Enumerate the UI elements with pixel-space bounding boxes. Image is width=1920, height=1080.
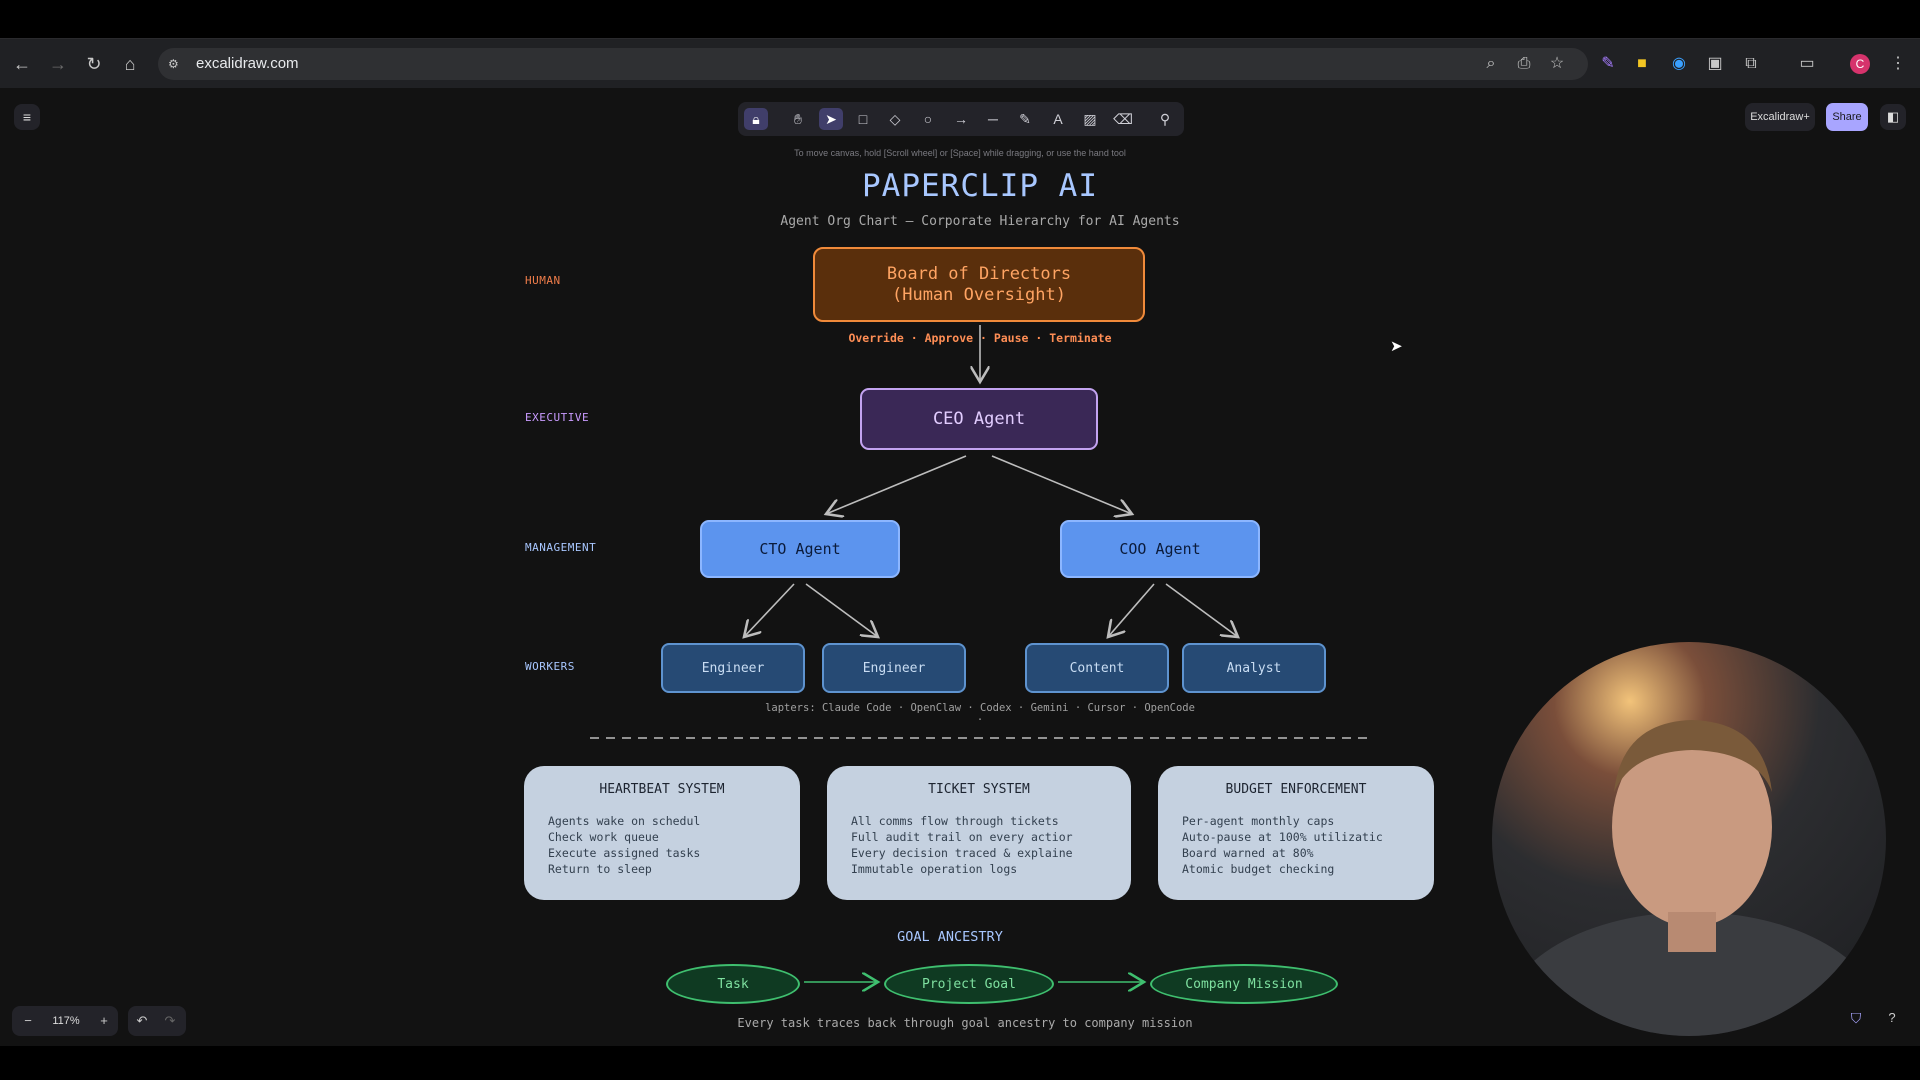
zoom-controls (12, 1006, 118, 1036)
extension-circle-icon[interactable]: ◉ (1672, 55, 1686, 72)
arrow-coo-content (1108, 583, 1155, 637)
extensions-puzzle-icon[interactable]: ⧉ (1745, 55, 1757, 72)
undo-icon[interactable]: ↶ (136, 1013, 148, 1028)
webcam-overlay (1492, 642, 1886, 1036)
browser-menu-icon[interactable]: ⋮ (1890, 55, 1906, 72)
level-label-executive[interactable]: EXECUTIVE (525, 411, 590, 424)
goal-node-task[interactable]: Task (666, 964, 800, 1004)
board-subtitle: (Human Oversight) (891, 284, 1066, 305)
card-title: HEARTBEAT SYSTEM (599, 782, 725, 797)
arrow-cto-eng1 (744, 583, 795, 637)
bottom-bar (0, 1046, 1920, 1080)
eraser-tool-icon[interactable]: ⌫ (1113, 111, 1133, 127)
zoom-level[interactable]: 117% (52, 1015, 80, 1027)
help-icon[interactable]: ? (1888, 1010, 1896, 1025)
worker-engineer-2[interactable]: Engineer (822, 643, 966, 693)
ticket-system-card[interactable]: TICKET SYSTEM All comms flow through tic… (827, 766, 1131, 900)
card-title: TICKET SYSTEM (928, 782, 1030, 797)
more-tools-icon[interactable]: ⚲ (1159, 111, 1171, 127)
canvas-hint: To move canvas, hold [Scroll wheel] or [… (794, 148, 1126, 158)
arrow-tool-icon[interactable]: → (954, 111, 968, 127)
coo-agent-box[interactable]: COO Agent (1060, 520, 1260, 578)
history-controls (128, 1006, 186, 1036)
webcam-person-image (1502, 720, 1882, 1036)
worker-content[interactable]: Content (1025, 643, 1169, 693)
level-label-human[interactable]: HUMAN (525, 274, 561, 287)
mouse-cursor-icon: ➤ (1390, 338, 1403, 355)
shield-icon[interactable]: ⛉ (1850, 1010, 1862, 1026)
main-menu-button[interactable]: ≡ (14, 104, 40, 130)
board-title: Board of Directors (886, 263, 1072, 284)
goal-node-project[interactable]: Project Goal (884, 964, 1054, 1004)
lock-icon[interactable]: 🔒︎ (744, 108, 768, 130)
worker-engineer-1[interactable]: Engineer (661, 643, 805, 693)
zoom-icon[interactable]: ⌕ (1486, 55, 1496, 72)
diagram-title[interactable]: PAPERCLIP AI (862, 168, 1098, 204)
tab-search-icon[interactable]: ▭ (1799, 55, 1815, 72)
back-icon[interactable]: ← (13, 54, 31, 74)
board-actions-label[interactable]: Override · Approve · Pause · Terminate (848, 331, 1112, 345)
text-tool-icon[interactable]: A (1053, 111, 1063, 127)
shape-toolbar (738, 102, 1184, 136)
card-title: BUDGET ENFORCEMENT (1225, 782, 1367, 797)
ellipse-tool-icon[interactable]: ○ (923, 111, 933, 127)
url-text[interactable]: excalidraw.com (196, 55, 299, 72)
diamond-tool-icon[interactable]: ◇ (889, 111, 901, 127)
goal-ancestry-title[interactable]: GOAL ANCESTRY (897, 929, 1003, 945)
card-line: Execute assigned tasks (548, 846, 701, 860)
card-line: Board warned at 80% (1182, 846, 1314, 860)
arrow-cto-eng2 (805, 583, 878, 637)
card-line: Check work queue (548, 830, 659, 844)
sidebar-toggle-icon[interactable]: ◧ (1880, 104, 1906, 130)
adapters-label[interactable]: lapters: Claude Code · OpenClaw · Codex … (765, 702, 1195, 726)
board-of-directors-box[interactable]: Board of Directors (Human Oversight) (813, 247, 1145, 322)
install-app-icon[interactable]: ⎙ (1517, 55, 1531, 72)
bookmark-star-icon[interactable]: ☆ (1549, 55, 1565, 72)
card-line: Per-agent monthly caps (1182, 814, 1335, 828)
card-line: Atomic budget checking (1182, 862, 1335, 876)
card-line: All comms flow through tickets (851, 814, 1059, 828)
card-line: Agents wake on schedul (548, 814, 701, 828)
worker-analyst[interactable]: Analyst (1182, 643, 1326, 693)
card-line: Every decision traced & explaine (851, 846, 1073, 860)
hand-tool-icon[interactable]: ✋︎ (794, 111, 802, 127)
card-line: Immutable operation logs (851, 862, 1018, 876)
card-line: Full audit trail on every actior (851, 830, 1073, 844)
profile-avatar[interactable]: C (1850, 54, 1870, 74)
budget-enforcement-card[interactable]: BUDGET ENFORCEMENT Per-agent monthly cap… (1158, 766, 1434, 900)
window-top-bar (0, 0, 1920, 34)
level-label-management[interactable]: MANAGEMENT (525, 541, 597, 554)
zoom-out-button[interactable]: − (24, 1013, 32, 1028)
zoom-in-button[interactable]: + (100, 1013, 108, 1028)
arrow-ceo-coo (991, 455, 1132, 514)
arrow-coo-analyst (1165, 583, 1238, 637)
draw-tool-icon[interactable]: ✎ (1019, 111, 1031, 127)
share-button[interactable]: Share (1826, 103, 1868, 131)
selection-tool-icon[interactable]: ➤ (819, 108, 843, 130)
line-tool-icon[interactable]: ─ (988, 111, 998, 127)
diagram-subtitle[interactable]: Agent Org Chart — Corporate Hierarchy fo… (780, 214, 1180, 229)
cto-agent-box[interactable]: CTO Agent (700, 520, 900, 578)
arrow-ceo-cto (826, 455, 967, 514)
heartbeat-system-card[interactable]: HEARTBEAT SYSTEM Agents wake on schedul … (524, 766, 800, 900)
card-line: Return to sleep (548, 862, 652, 876)
goal-node-mission[interactable]: Company Mission (1150, 964, 1338, 1004)
extension-pen-icon[interactable]: ✎ (1601, 55, 1615, 72)
extension-note-icon[interactable]: ■ (1637, 55, 1647, 72)
redo-icon[interactable]: ↷ (164, 1013, 176, 1028)
goal-ancestry-note[interactable]: Every task traces back through goal ance… (737, 1016, 1193, 1030)
address-bar[interactable] (158, 48, 1588, 80)
ceo-agent-box[interactable]: CEO Agent (860, 388, 1098, 450)
rectangle-tool-icon[interactable]: □ (858, 111, 868, 127)
excalidraw-plus-button[interactable]: Excalidraw+ (1745, 103, 1815, 131)
level-label-workers[interactable]: WORKERS (525, 660, 575, 673)
image-tool-icon[interactable]: ▨ (1083, 111, 1097, 127)
extension-tool-icon[interactable]: ▣ (1707, 55, 1723, 72)
site-info-icon[interactable]: ⚙ (168, 57, 179, 71)
home-icon[interactable]: ⌂ (124, 54, 136, 74)
card-line: Auto-pause at 100% utilizatic (1182, 830, 1383, 844)
reload-icon[interactable]: ↻ (86, 54, 102, 74)
forward-icon[interactable]: → (49, 54, 67, 74)
